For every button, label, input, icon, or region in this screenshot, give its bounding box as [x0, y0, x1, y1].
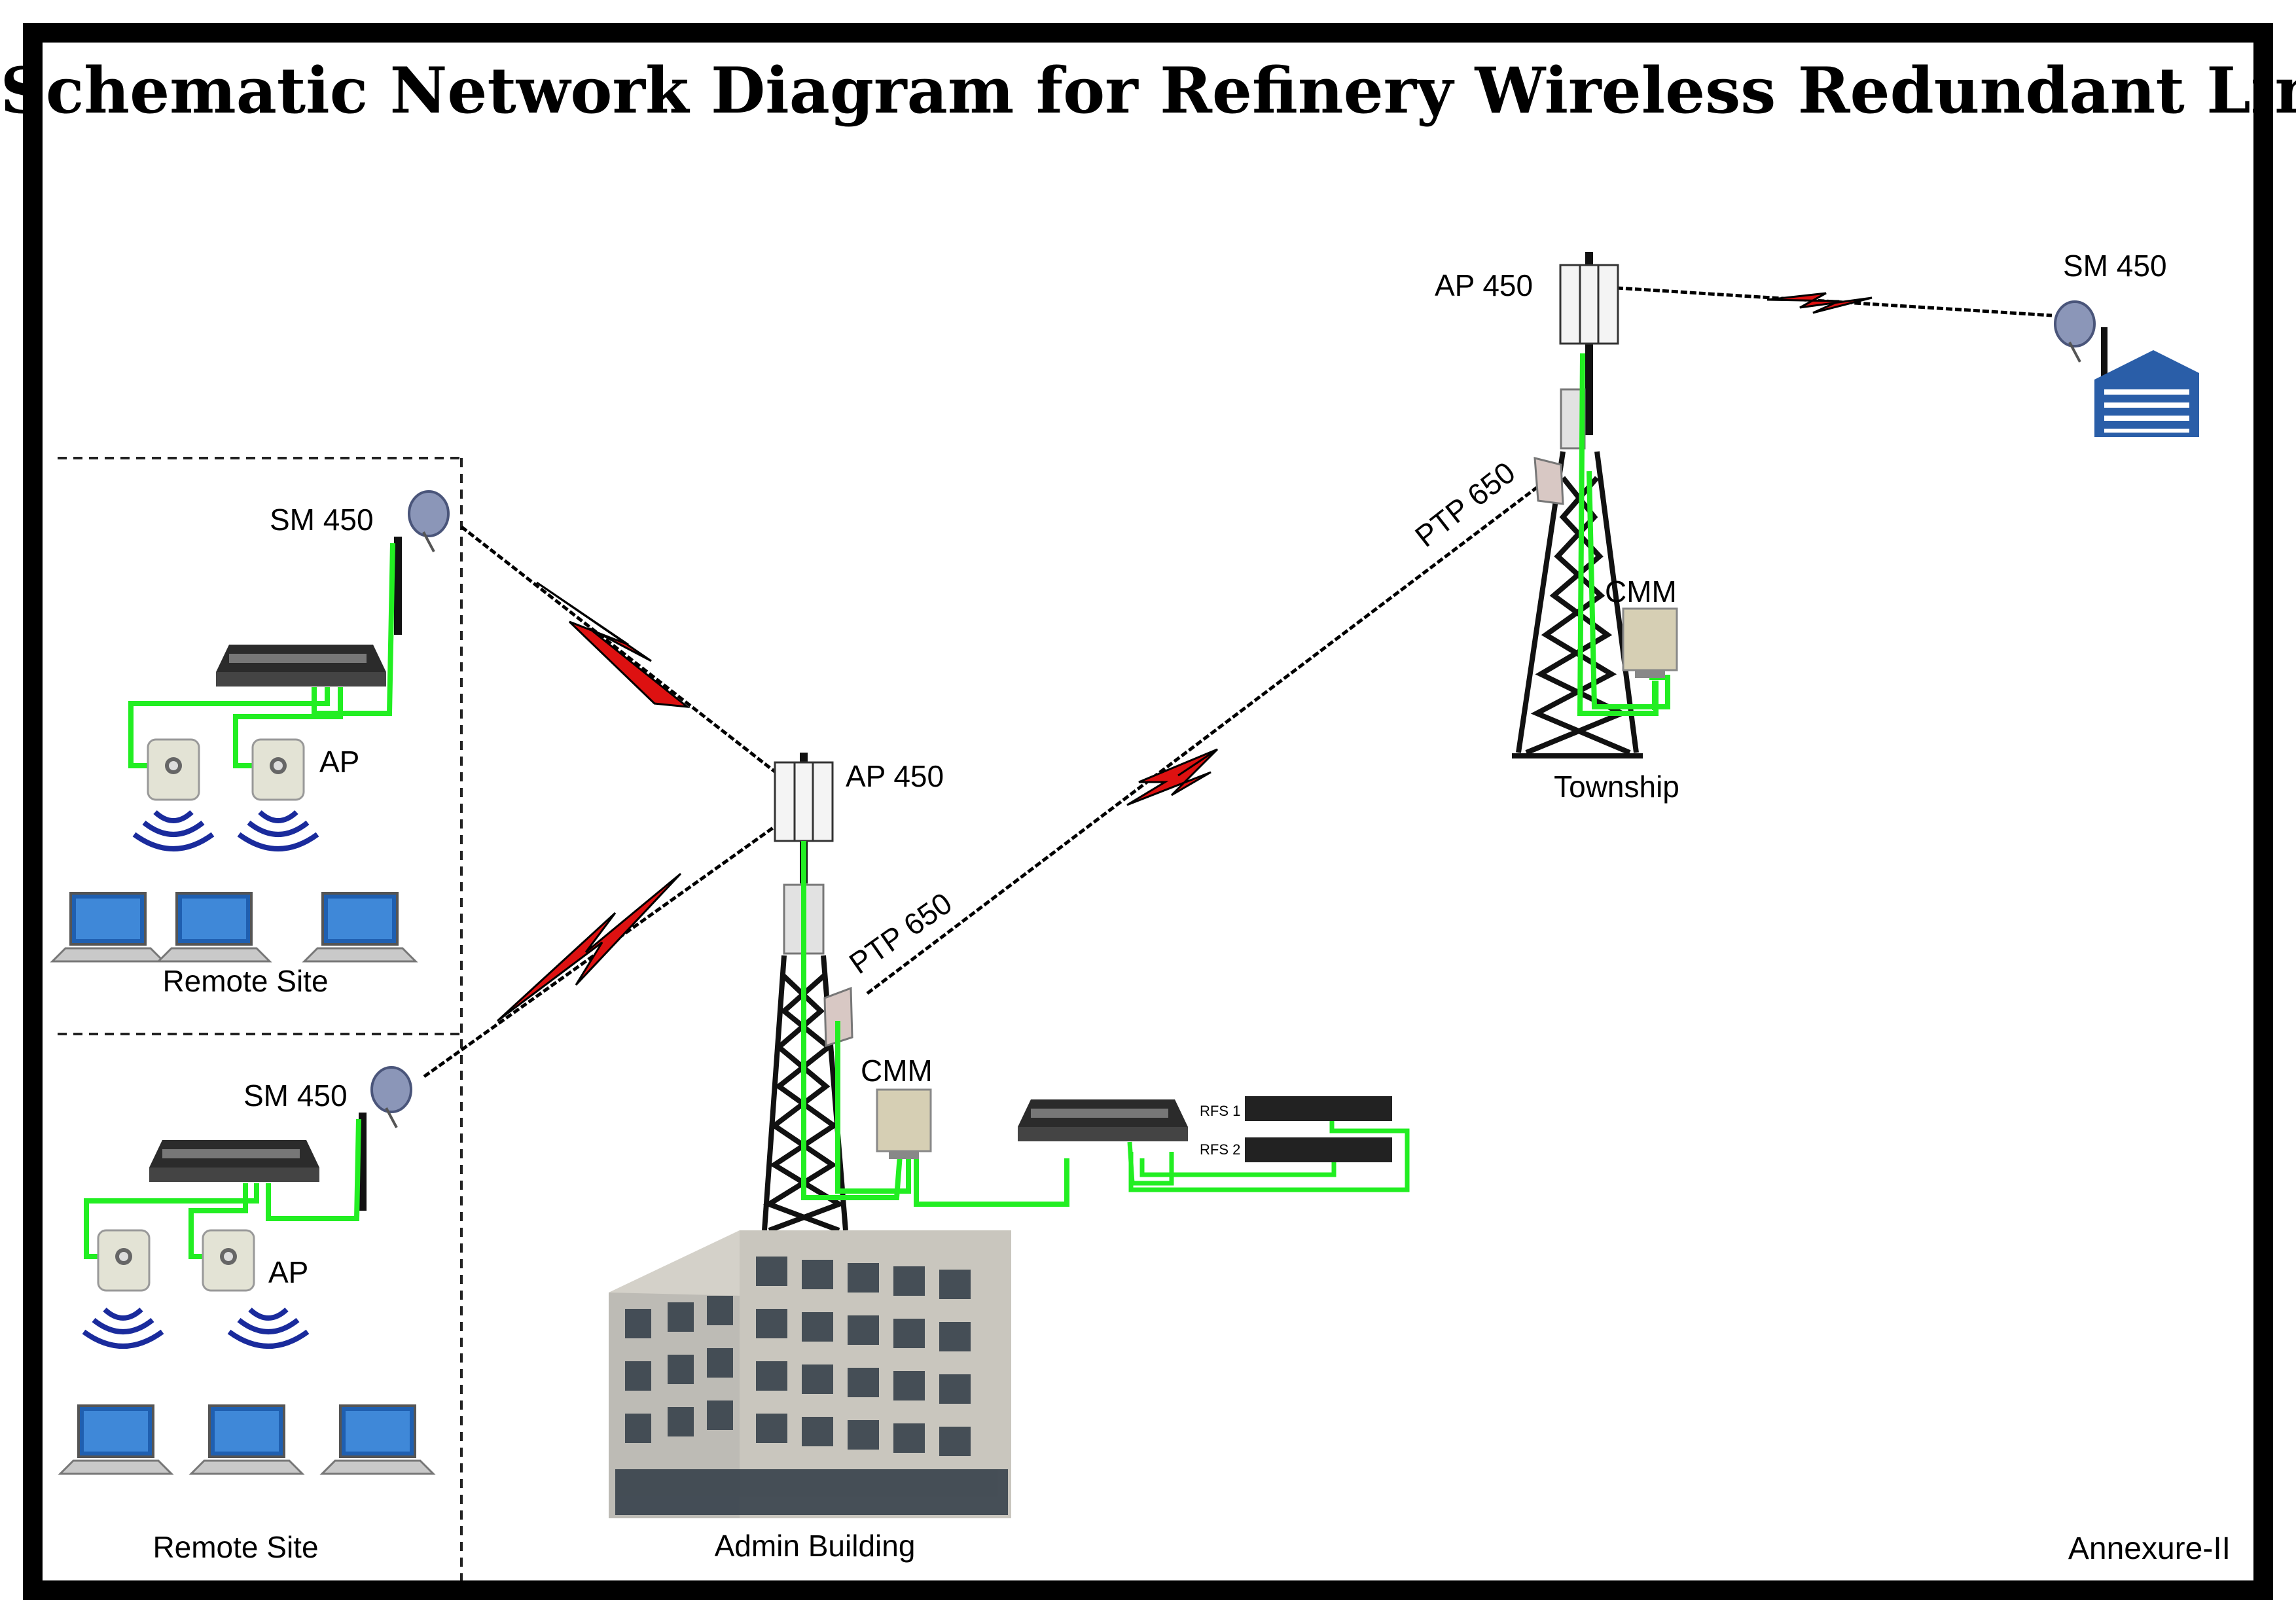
ap450-antenna-icon	[774, 761, 834, 842]
laptop-icon	[321, 1404, 435, 1475]
wireless-link-remote-top	[460, 526, 777, 774]
diagram-frame	[23, 23, 2273, 1600]
access-point-icon	[202, 1229, 255, 1292]
network-switch-icon	[149, 1140, 319, 1182]
ap450-antenna-icon	[1559, 264, 1619, 345]
ptp650-label-township: PTP 650	[1408, 455, 1521, 554]
ap-label-top: AP	[319, 745, 359, 779]
wifi-signal-icon	[84, 1310, 162, 1346]
wireless-link-remote-bottom	[423, 823, 779, 1079]
laptop-icon	[51, 892, 165, 963]
wireless-link-far-sm	[1616, 286, 2053, 317]
wireless-link-ptp	[866, 486, 1538, 995]
laptop-icon	[157, 892, 271, 963]
ptp650-label-admin: PTP 650	[843, 885, 958, 980]
laptop-icon	[303, 892, 417, 963]
far-site: SM 450	[2054, 249, 2199, 437]
access-point-icon	[147, 738, 200, 801]
office-building-icon	[2094, 350, 2199, 437]
township-tower: AP 450 PTP 650 CMM Township	[1408, 252, 1679, 804]
cmm-label-township: CMM	[1605, 575, 1677, 609]
cmm-label-admin: CMM	[861, 1054, 933, 1088]
rfs1-label: RFS 1	[1200, 1103, 1240, 1119]
access-point-icon	[97, 1229, 151, 1292]
network-switch-icon	[216, 645, 386, 687]
sm450-label-bottom: SM 450	[243, 1079, 348, 1113]
cmm-cabinet-icon	[876, 1088, 932, 1160]
sm450-label-far: SM 450	[2063, 249, 2167, 283]
diagram-title: Schematic Network Diagram for Refinery W…	[0, 54, 2296, 128]
wifi-signal-icon	[229, 1310, 308, 1346]
network-switch-icon	[1018, 1099, 1188, 1141]
satellite-dish-icon	[408, 490, 450, 553]
admin-network-rack: RFS 1 RFS 2	[1018, 1096, 1410, 1192]
admin-tower-cables	[801, 841, 1069, 1207]
laptop-icon	[190, 1404, 304, 1475]
wifi-signal-icon	[239, 812, 317, 849]
remote-site-label-bottom: Remote Site	[152, 1530, 318, 1564]
ap-label-bottom: AP	[268, 1255, 308, 1289]
cmm-cabinet-icon	[1622, 607, 1678, 679]
satellite-dish-icon	[2054, 300, 2096, 363]
ap450-label-township: AP 450	[1435, 268, 1533, 302]
rack-cables	[1127, 1121, 1410, 1192]
admin-building-label: Admin Building	[715, 1529, 916, 1563]
access-point-icon	[251, 738, 305, 801]
ap450-label-admin: AP 450	[846, 759, 944, 793]
wifi-signal-icon	[134, 812, 213, 849]
cable-remote-top	[128, 543, 395, 768]
remote-site-top: SM 450 AP Remote Site	[51, 490, 450, 998]
annexure-label: Annexure-II	[2068, 1531, 2231, 1566]
admin-building: Admin Building	[609, 1230, 1011, 1563]
admin-tower: AP 450 PTP 650 CMM	[762, 753, 1069, 1233]
laptop-icon	[59, 1404, 173, 1475]
sm450-label-top: SM 450	[270, 503, 374, 537]
remote-site-bottom: SM 450 AP Remote Site	[59, 1066, 435, 1564]
ptp650-radio-icon	[1534, 457, 1564, 505]
ptp650-radio-icon	[823, 986, 853, 1048]
remote-site-frames	[58, 457, 463, 1580]
sm450-mast-top	[394, 537, 402, 635]
township-label: Township	[1554, 770, 1679, 804]
remote-site-label-top: Remote Site	[162, 964, 328, 998]
rfs2-label: RFS 2	[1200, 1141, 1240, 1158]
cable-remote-bottom	[84, 1118, 361, 1259]
satellite-dish-icon	[370, 1066, 412, 1129]
